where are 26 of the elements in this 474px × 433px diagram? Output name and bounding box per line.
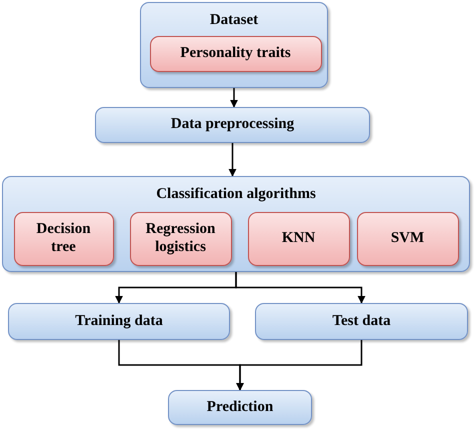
arrow [236,340,362,391]
algorithm-box [14,212,114,266]
process-box [168,390,312,425]
box-label: Test data [331,312,392,330]
process-box [95,107,370,143]
process-box [255,303,468,340]
group-box [2,176,470,272]
box-label: Decision tree [35,221,92,256]
arrow [228,143,236,177]
box-label: KNN [280,230,316,248]
algorithm-box [150,36,322,72]
box-label: SVM [390,230,426,248]
group-box [140,2,328,88]
box-label: Regression logistics [144,221,216,256]
arrow [230,88,238,108]
arrow [235,272,366,304]
box-label: Prediction [206,398,274,416]
box-label: Training data [74,312,164,330]
process-box [8,303,230,340]
algorithm-box [130,212,232,266]
box-label: Personality traits [179,44,292,62]
group-heading: Classification algorithms [156,186,316,204]
box-label: Data preprocessing [170,116,296,134]
algorithm-box [356,212,458,266]
group-heading: Dataset [210,12,258,30]
algorithm-box [248,212,350,266]
